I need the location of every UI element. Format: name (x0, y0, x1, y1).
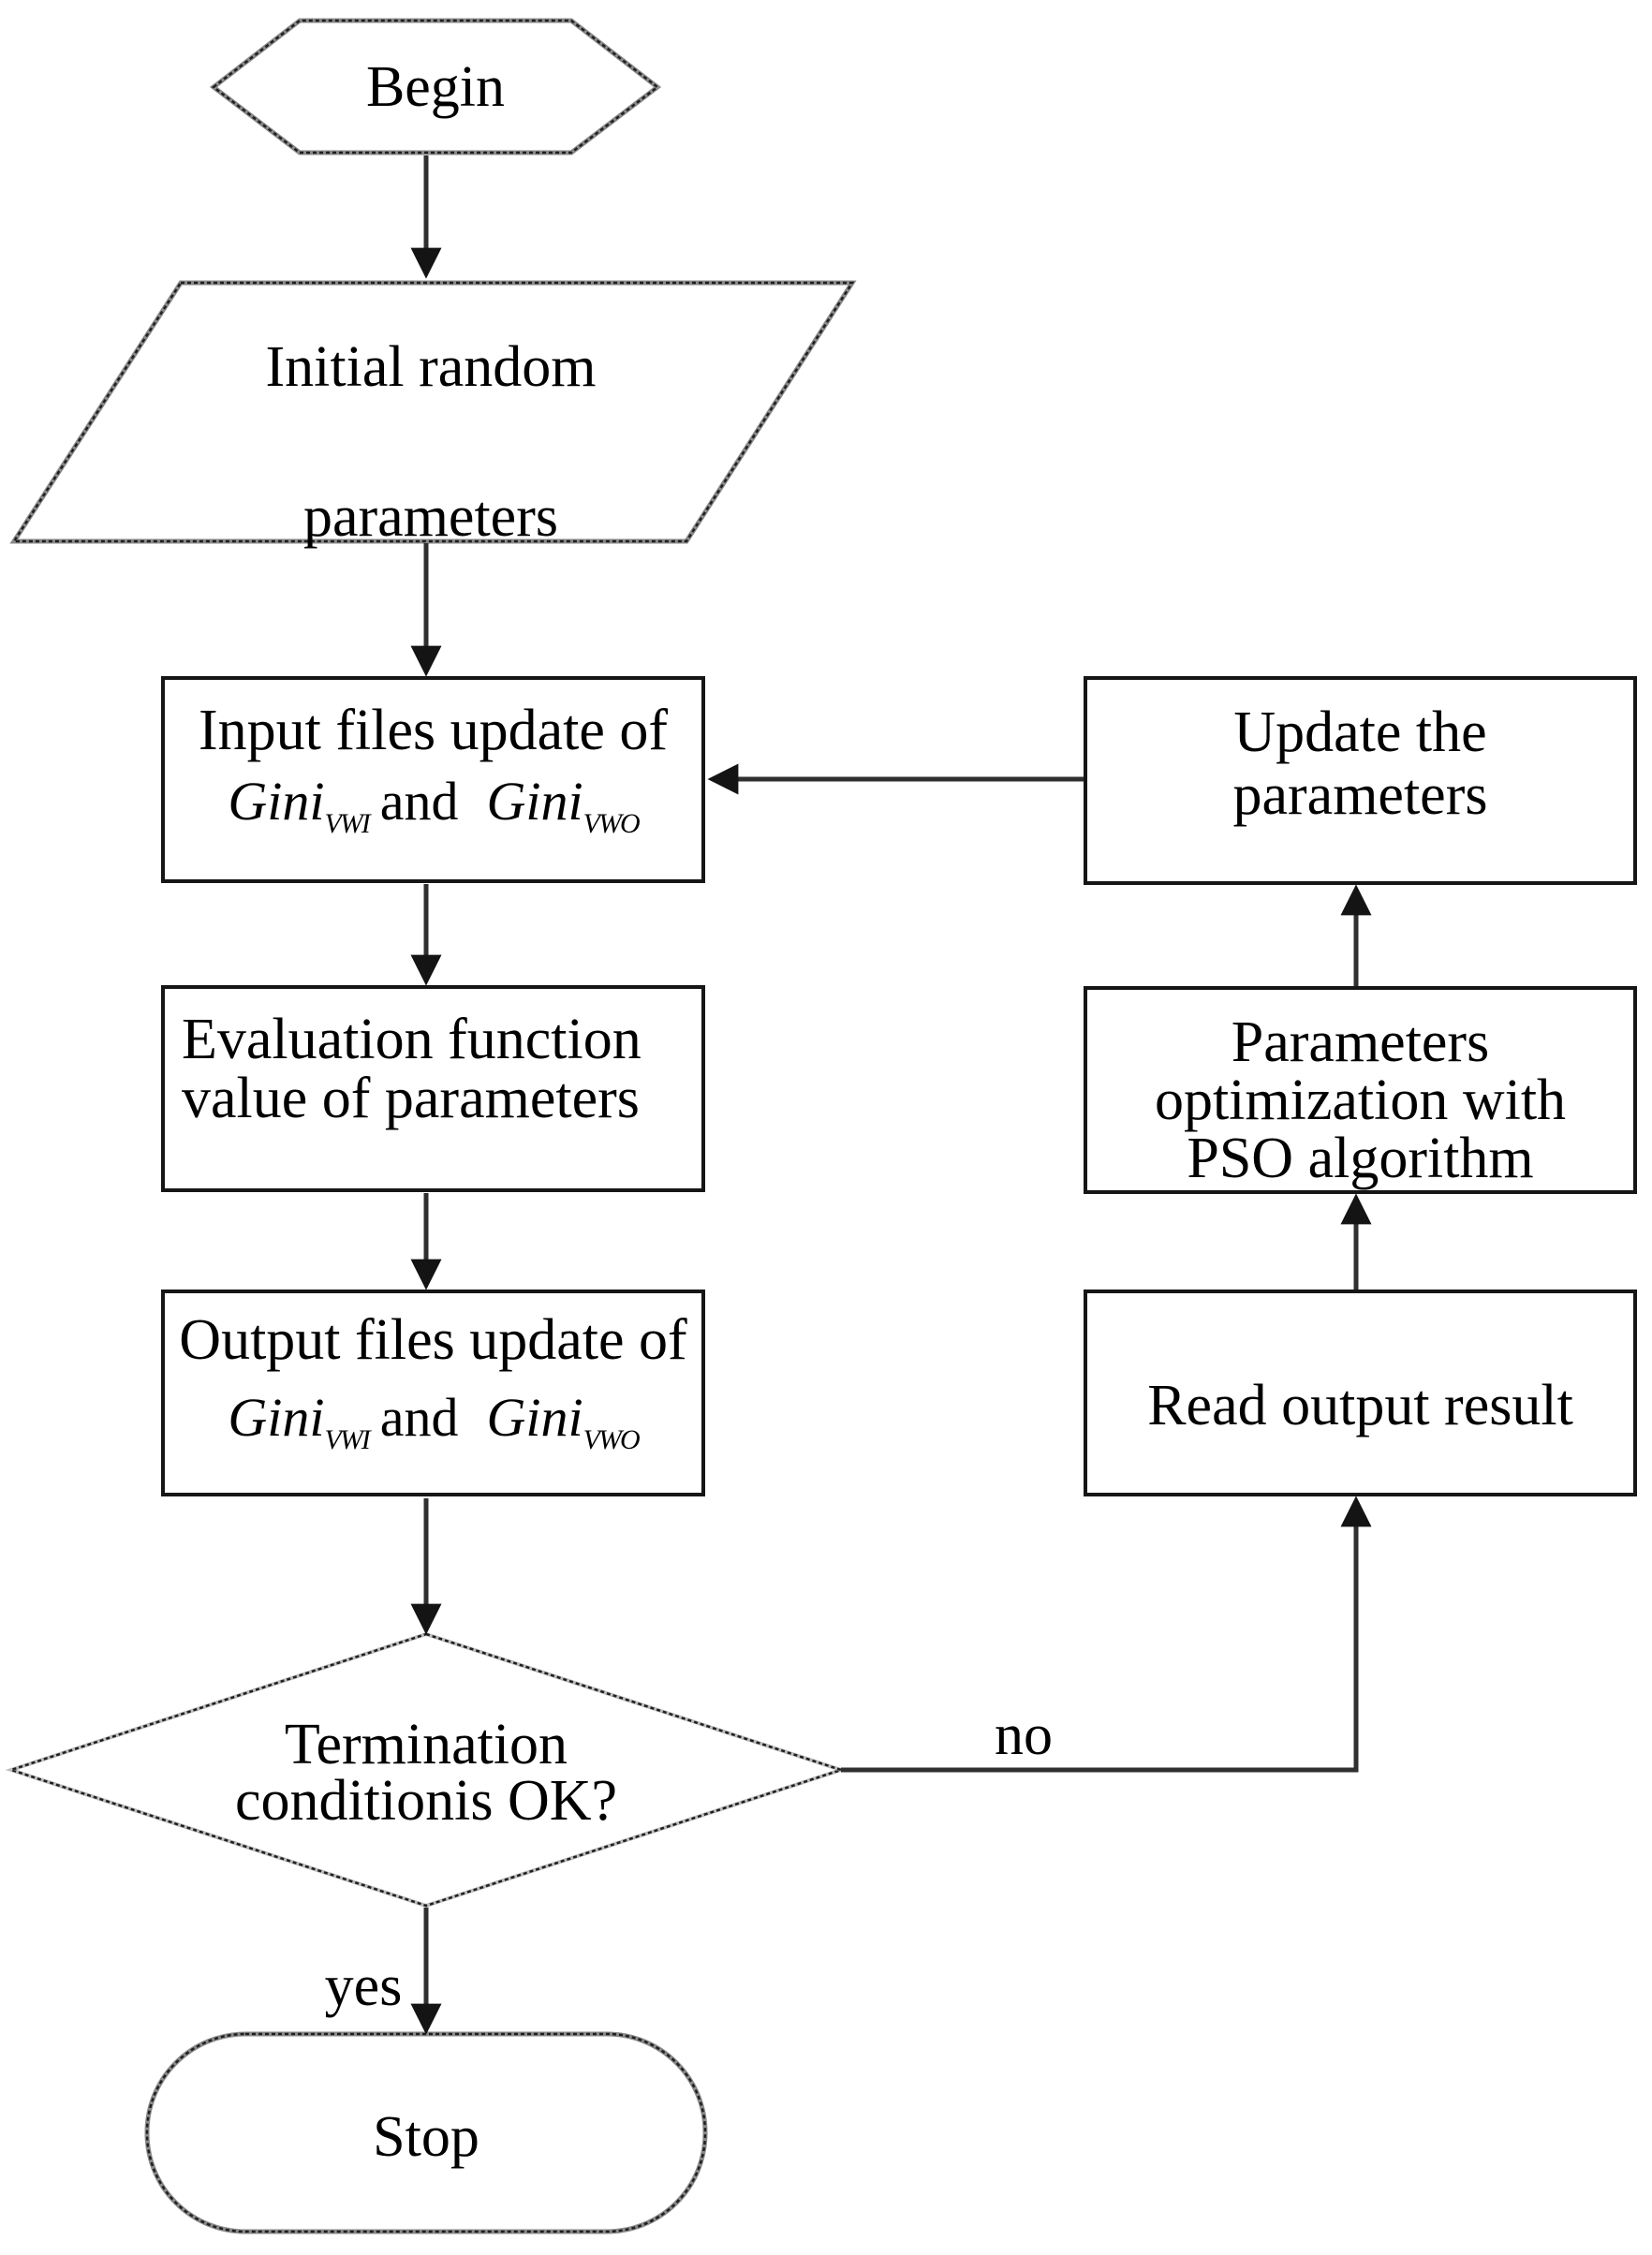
evaluation-line2: value of parameters (182, 1067, 640, 1130)
update-params-line1: Update the (1233, 700, 1487, 764)
gini-vwo-symbol: Gini (486, 1387, 583, 1448)
gini-vwo-symbol: Gini (486, 771, 583, 832)
evaluation-line1: Evaluation function (182, 1008, 642, 1071)
update-params-label: Update the parameters (1084, 701, 1637, 827)
read-output-label: Read output result (1147, 1374, 1573, 1437)
and-text: and (379, 771, 459, 832)
termination-line1: Termination (284, 1713, 568, 1776)
input-files-box (161, 676, 705, 883)
read-output-box (1084, 1290, 1637, 1496)
no-edge-label: no (995, 1703, 1053, 1767)
initial-parameters-parallelogram-shape (9, 280, 857, 544)
begin-label: Begin (365, 55, 506, 119)
gini-vwi-symbol: Gini (228, 1387, 325, 1448)
initial-parameters-line2: parameters (303, 485, 558, 549)
stop-label: Stop (373, 2105, 479, 2169)
pso-line3: PSO algorithm (1187, 1127, 1534, 1190)
pso-label: Parameters optimization with PSO algorit… (1084, 1013, 1637, 1187)
gini-vwi-subscript: VWI (324, 1424, 370, 1455)
evaluation-label: Evaluation function value of parameters (182, 1010, 706, 1128)
initial-parameters-line1: Initial random (265, 335, 597, 399)
pso-box (1084, 986, 1637, 1194)
gini-vwo-subscript: VWO (583, 1424, 641, 1455)
pso-line2: optimization with (1154, 1069, 1567, 1132)
gini-vwi-subscript: VWI (324, 808, 370, 839)
termination-label: Termination conditionis OK? (98, 1716, 754, 1830)
output-files-line1: Output files update of (179, 1308, 687, 1372)
evaluation-box (161, 985, 705, 1192)
begin-hexagon-shape (209, 18, 662, 155)
output-files-box (161, 1290, 705, 1496)
update-params-box (1084, 676, 1637, 885)
update-params-line2: parameters (1232, 763, 1488, 827)
and-text: and (379, 1387, 459, 1448)
pso-line1: Parameters (1231, 1010, 1490, 1074)
gini-vwi-symbol: Gini (228, 771, 325, 832)
termination-line2: conditionis OK? (234, 1769, 618, 1833)
yes-edge-label: yes (324, 1954, 403, 2018)
edge-termination-no-to-read-output (841, 1496, 1372, 1773)
gini-vwo-subscript: VWO (583, 808, 641, 839)
input-files-line1: Input files update of (198, 699, 669, 762)
termination-diamond-shape (5, 1631, 848, 1909)
